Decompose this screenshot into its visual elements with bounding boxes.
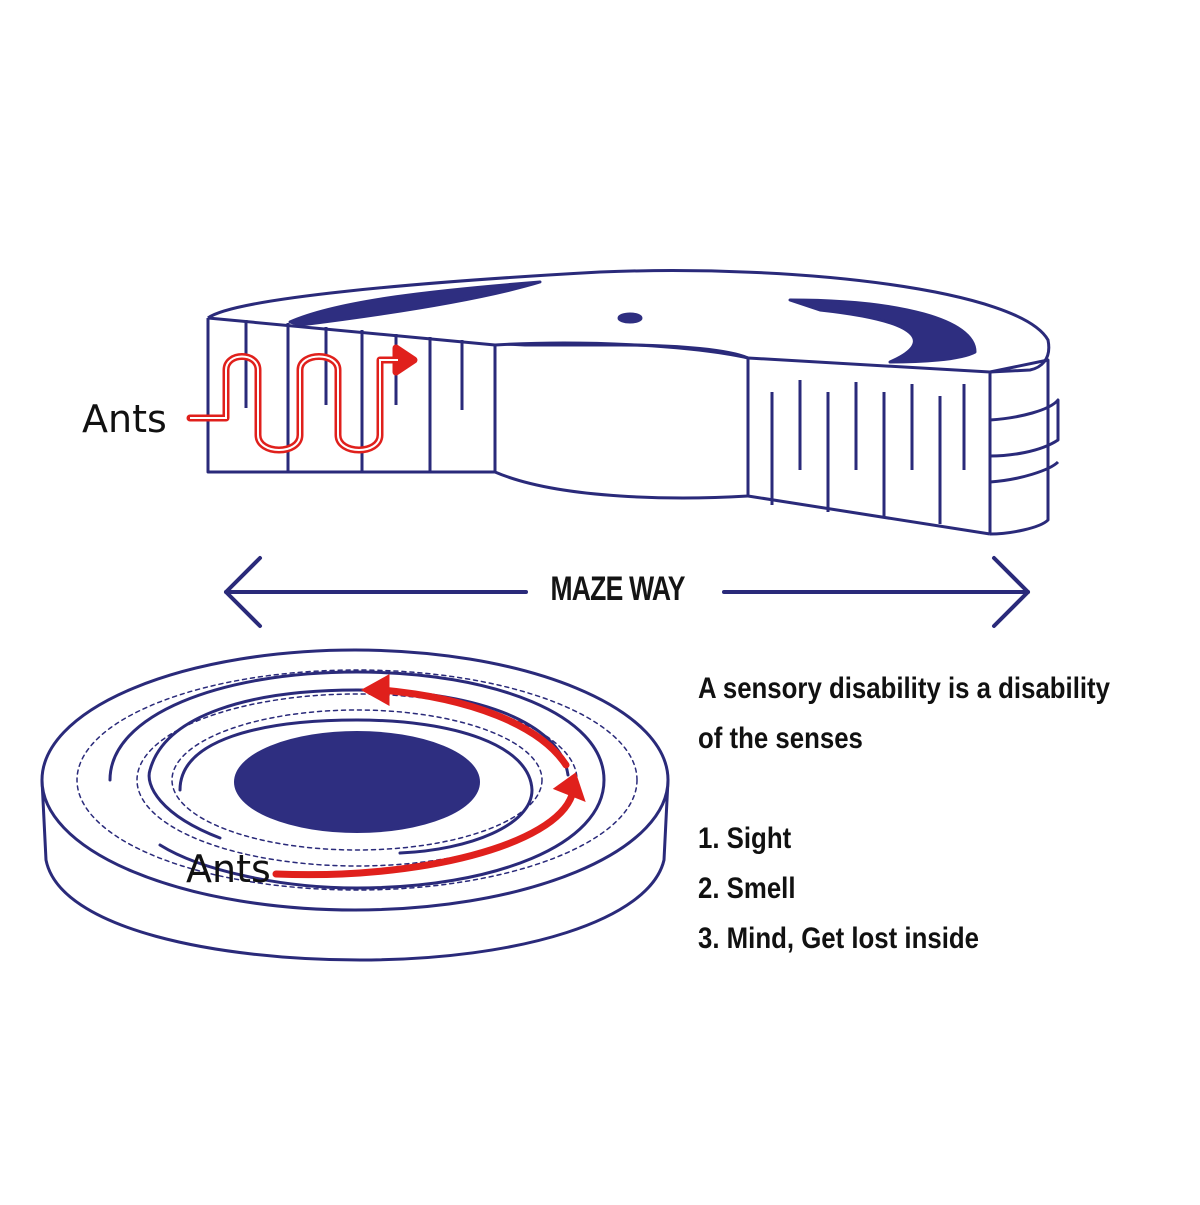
sensory-description: A sensory disability is a disability of … <box>698 664 1180 764</box>
right-layers <box>989 358 1050 536</box>
top-center-hole <box>617 312 643 324</box>
description-line-1: A sensory disability is a disability <box>698 672 1110 705</box>
senses-list: 1. Sight 2. Smell 3. Mind, Get lost insi… <box>698 814 1188 964</box>
ring-2 <box>108 670 606 890</box>
cavity-wall <box>493 345 750 500</box>
ants-label-bottom: Ants <box>186 847 271 891</box>
maze-way-arrow <box>224 556 1030 628</box>
center-hole <box>234 731 480 833</box>
info-panel: A sensory disability is a disability of … <box>698 664 1188 964</box>
ring-4 <box>147 688 570 840</box>
ring-5-dashed <box>171 709 543 851</box>
ring-1-dashed <box>76 669 638 891</box>
list-item: 2. Smell <box>698 872 796 905</box>
list-item: 3. Mind, Get lost inside <box>698 922 979 955</box>
right-front-face <box>747 356 992 534</box>
top-groove-left <box>288 280 542 327</box>
circular-maze <box>40 648 670 962</box>
top-groove-right <box>788 298 977 364</box>
bottom-ant-path <box>272 674 586 879</box>
ants-label-top: Ants <box>82 397 167 441</box>
list-item: 1. Sight <box>698 822 792 855</box>
maze-way-label: MAZE WAY <box>550 570 685 608</box>
description-line-2: of the senses <box>698 722 863 755</box>
right-maze-walls <box>770 380 966 524</box>
ring-6 <box>178 718 534 855</box>
